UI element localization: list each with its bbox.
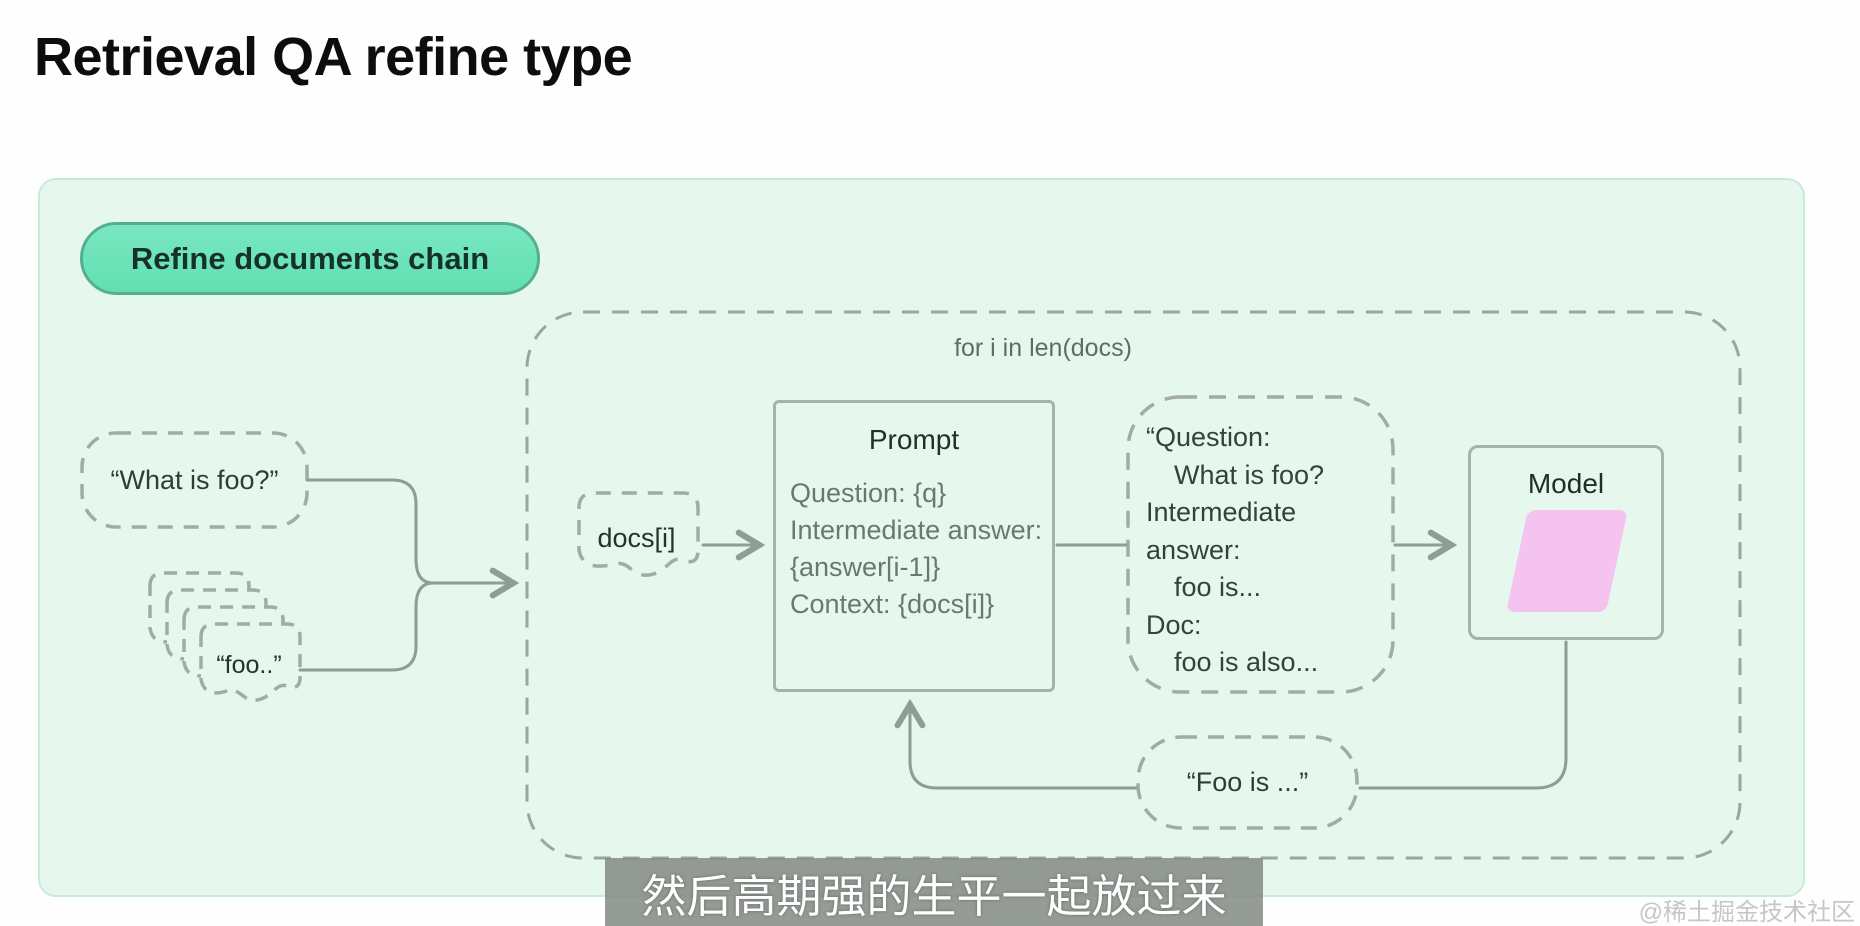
prompt-line: Context: {docs[i]}	[790, 589, 995, 619]
prompt-line: {answer[i-1]}	[790, 552, 941, 582]
docs-stack-label: “foo..”	[216, 650, 282, 679]
prompt-line: Intermediate answer:	[790, 515, 1043, 545]
prompt-body: Question: {q} Intermediate answer: {answ…	[790, 475, 1048, 623]
model-title: Model	[1527, 468, 1605, 499]
response-line: What is foo?	[1174, 459, 1325, 490]
prompt-title: Prompt	[868, 424, 960, 455]
response-line: Doc:	[1146, 609, 1202, 640]
question-bubble-label: “What is foo?”	[110, 464, 279, 495]
subtitle-bar: 然后高期强的生平一起放过来	[605, 858, 1263, 926]
page-title: Retrieval QA refine type	[34, 27, 633, 87]
response-line: foo is also...	[1174, 647, 1319, 677]
response-line: “Question:	[1146, 422, 1271, 452]
watermark: @稀土掘金技术社区	[1638, 899, 1855, 926]
subtitle-text: 然后高期强的生平一起放过来	[641, 870, 1227, 922]
response-line: answer:	[1146, 534, 1241, 565]
prompt-line: Question: {q}	[790, 478, 947, 508]
prompt-box	[773, 400, 1055, 692]
chain-label-pill: Refine documents chain	[80, 222, 540, 295]
model-box	[1468, 445, 1664, 640]
response-line: foo is...	[1174, 572, 1262, 602]
loop-label: for i in len(docs)	[954, 334, 1132, 362]
doc-item-label: docs[i]	[597, 522, 676, 553]
output-bubble-label: “Foo is ...”	[1186, 767, 1309, 797]
chain-label: Refine documents chain	[130, 240, 490, 276]
response-line: Intermediate	[1146, 497, 1297, 527]
response-bubble-text: “Question: What is foo? Intermediate ans…	[1146, 419, 1381, 682]
